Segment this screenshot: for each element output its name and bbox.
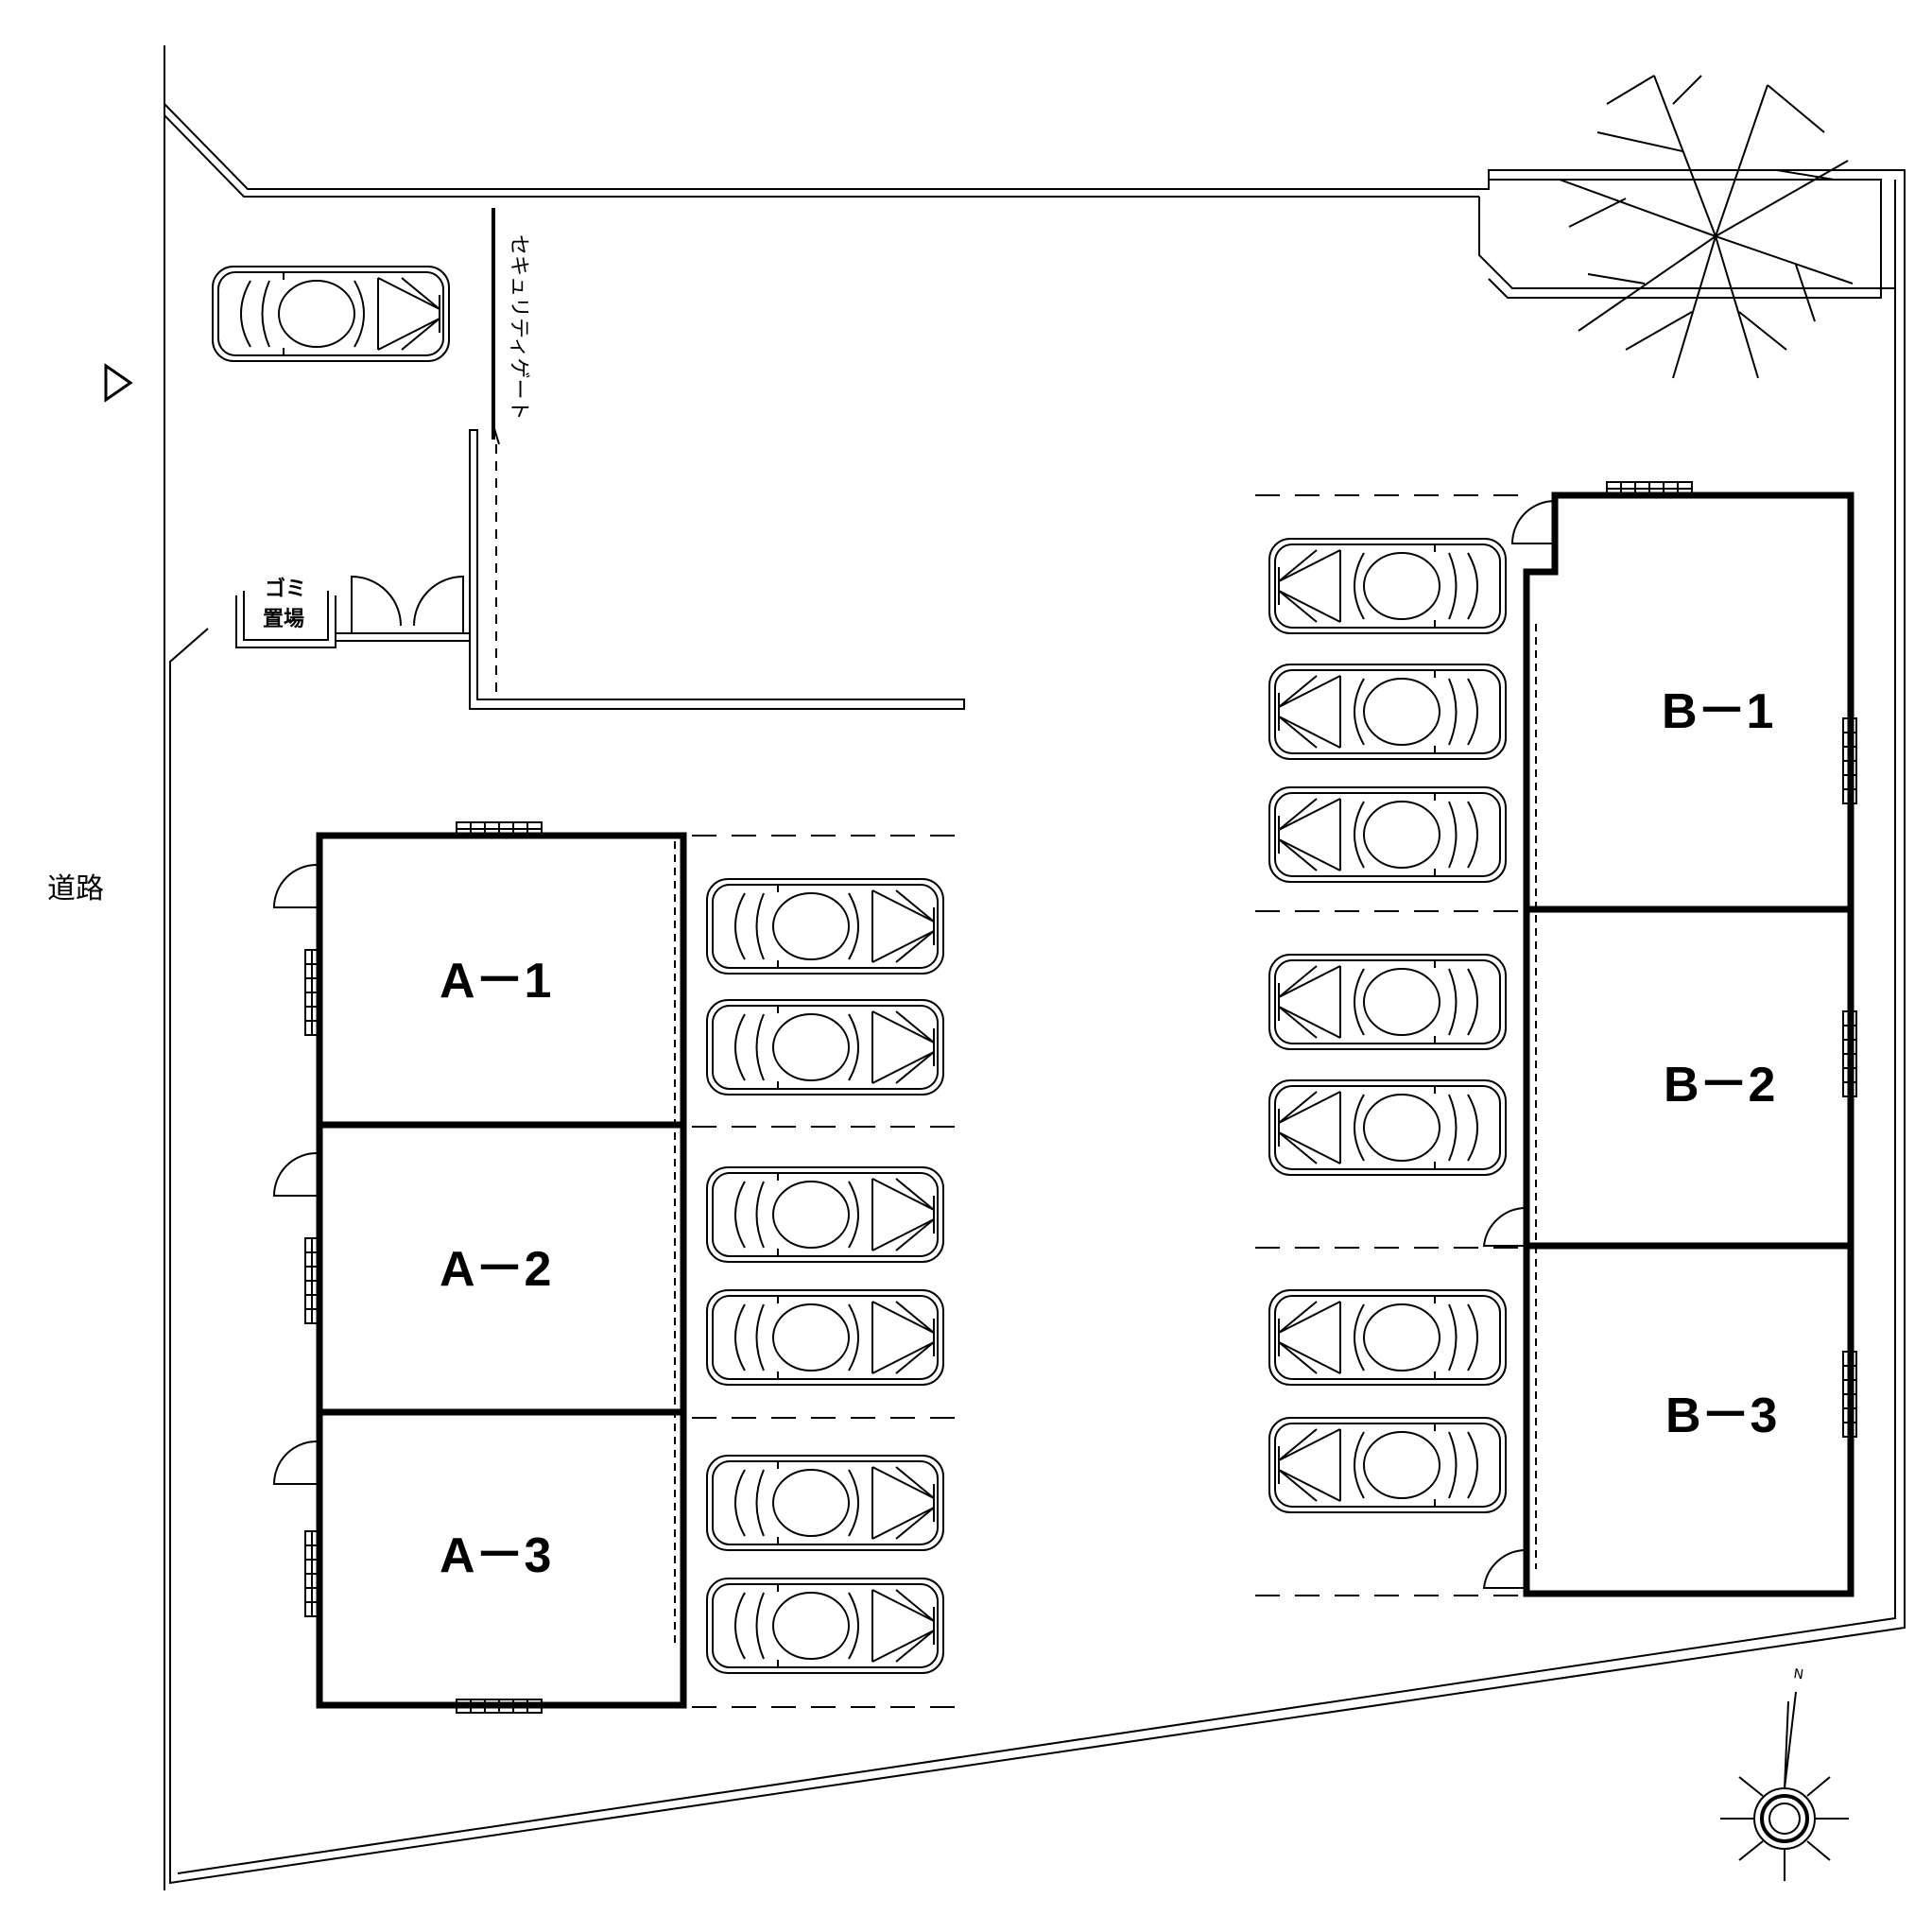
car-icon: [1269, 539, 1506, 633]
tree-icon: [1559, 75, 1854, 379]
car-icon: [706, 1166, 944, 1263]
unit-a2-label: A－2: [440, 1242, 551, 1297]
security-gate: [492, 208, 500, 699]
unit-a3-label: A－3: [440, 1528, 551, 1583]
unit-b2-label: B－2: [1664, 1058, 1775, 1113]
car-icon: [706, 878, 944, 975]
triangle-icon: [104, 363, 133, 403]
car-icon: [706, 1455, 944, 1551]
car-icon: [1269, 1290, 1506, 1385]
unit-b3-label: B－3: [1665, 1389, 1777, 1443]
car-icon: [1269, 1418, 1506, 1512]
compass-icon: [1720, 1691, 1849, 1881]
parking-lines-b: [1255, 494, 1524, 1596]
parking-lines-a: [692, 835, 959, 1708]
gate-label: セキュリティゲート: [507, 234, 530, 421]
car-icon: [706, 1578, 944, 1674]
unit-b1-label: B－1: [1662, 684, 1773, 739]
garbage-label: ゴミ: [265, 577, 306, 601]
site-boundary: [164, 45, 1906, 1890]
road-label: 道路: [47, 872, 104, 906]
car-icon: [1269, 955, 1506, 1049]
car-icon: [1269, 664, 1506, 759]
building-a: [273, 821, 687, 1714]
unit-a1-label: A－1: [440, 954, 551, 1009]
gate-wall: [469, 429, 965, 710]
garbage-label: 置場: [263, 608, 304, 631]
north-label: N: [1792, 1666, 1804, 1682]
car-icon: [1269, 1080, 1506, 1175]
building-b: [1482, 481, 1857, 1597]
car-icon: [1269, 787, 1506, 882]
car-icon: [212, 266, 450, 362]
car-icon: [706, 999, 944, 1096]
car-icon: [706, 1289, 944, 1386]
garbage-area: [235, 575, 470, 648]
